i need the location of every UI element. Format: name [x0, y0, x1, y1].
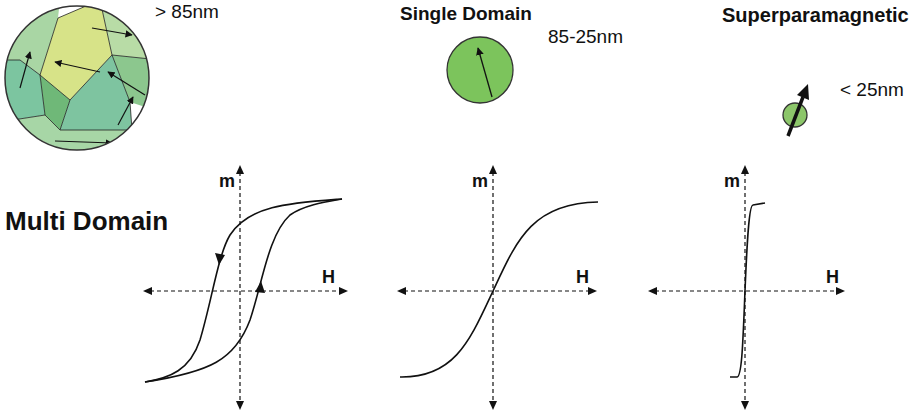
axis-label: m — [724, 172, 740, 192]
size-label: < 25nm — [840, 80, 904, 101]
arrow-head — [797, 84, 809, 100]
magnetization-curves — [145, 199, 765, 382]
particle-group: Superparamagnetic < 25nm — [715, 0, 922, 140]
steep-curve — [730, 203, 765, 377]
particle-group: > 85nmMulti Domain — [0, 0, 235, 240]
heading: Single Domain — [400, 4, 532, 25]
multi-domain-particle — [0, 0, 160, 170]
axis-label: H — [826, 268, 839, 288]
domain — [0, 112, 160, 170]
axis-label: m — [219, 172, 235, 192]
axis-label: H — [576, 268, 589, 288]
size-label: > 85nm — [155, 2, 219, 23]
s-curve — [400, 202, 598, 377]
axis-label: H — [322, 268, 335, 288]
axis-label: m — [472, 172, 488, 192]
heading: Superparamagnetic — [722, 4, 909, 26]
particle-group: Single Domain 85-25nm — [395, 0, 635, 110]
moment-arrow — [478, 48, 492, 97]
single-domain-particle — [447, 37, 513, 103]
domain — [60, 0, 160, 60]
branch-arrows — [215, 253, 265, 293]
axes — [150, 172, 838, 403]
moment-arrows — [20, 28, 145, 143]
particle-outline — [5, 6, 149, 150]
hysteresis-branch — [145, 199, 342, 382]
heading: Multi Domain — [5, 207, 168, 236]
size-label: 85-25nm — [548, 27, 623, 48]
moment-arrow — [788, 97, 803, 136]
hysteresis-branch — [145, 199, 342, 382]
domain — [60, 55, 132, 130]
axis-arrowheads — [143, 165, 845, 410]
